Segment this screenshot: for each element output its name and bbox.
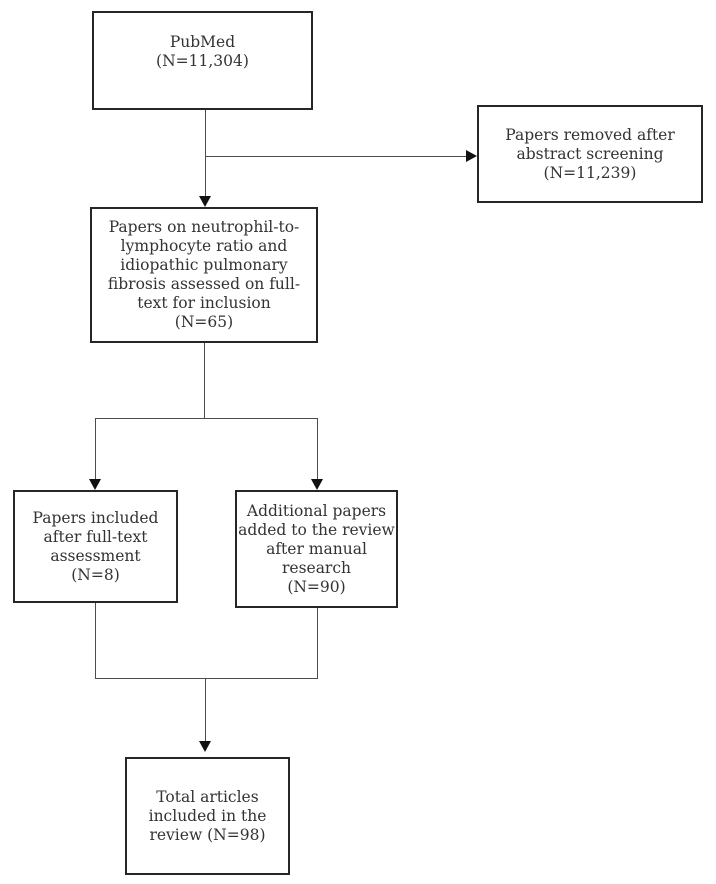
connector-split-to-included [95, 418, 96, 479]
flow-box-pubmed: PubMed (N=11,304) [92, 11, 313, 110]
flow-box-papers-included-text: Papers included after full-text assessme… [32, 508, 159, 584]
connector-additional-down [317, 608, 318, 679]
connector-split-to-additional [317, 418, 318, 479]
connector-branch-to-removed [205, 156, 466, 157]
arrowhead-down-into-total-icon [199, 741, 211, 752]
arrowhead-right-into-removed-icon [466, 150, 477, 162]
flow-box-papers-included: Papers included after full-text assessme… [13, 490, 178, 603]
arrowhead-down-into-included-icon [89, 479, 101, 490]
flow-box-additional-papers: Additional papers added to the review af… [235, 490, 398, 608]
connector-merge-to-total [205, 678, 206, 741]
connector-split-horizontal [95, 418, 318, 419]
arrowhead-down-into-additional-icon [311, 479, 323, 490]
flow-box-papers-removed-text: Papers removed after abstract screening … [505, 125, 675, 182]
flow-box-total-articles: Total articles included in the review (N… [125, 757, 290, 875]
flow-box-additional-papers-text: Additional papers added to the review af… [238, 501, 395, 596]
flow-box-total-articles-text: Total articles included in the review (N… [148, 787, 267, 844]
flow-box-fulltext-assessed-text: Papers on neutrophil-to- lymphocyte rati… [107, 218, 301, 331]
flow-box-pubmed-text: PubMed (N=11,304) [156, 32, 249, 70]
connector-pubmed-to-assessed [205, 110, 206, 196]
connector-included-down [95, 603, 96, 679]
flow-box-papers-removed: Papers removed after abstract screening … [477, 105, 703, 203]
connector-assessed-down [204, 343, 205, 419]
flow-box-fulltext-assessed: Papers on neutrophil-to- lymphocyte rati… [90, 207, 318, 343]
connector-merge-horizontal [95, 678, 318, 679]
arrowhead-down-into-assessed-icon [199, 196, 211, 207]
